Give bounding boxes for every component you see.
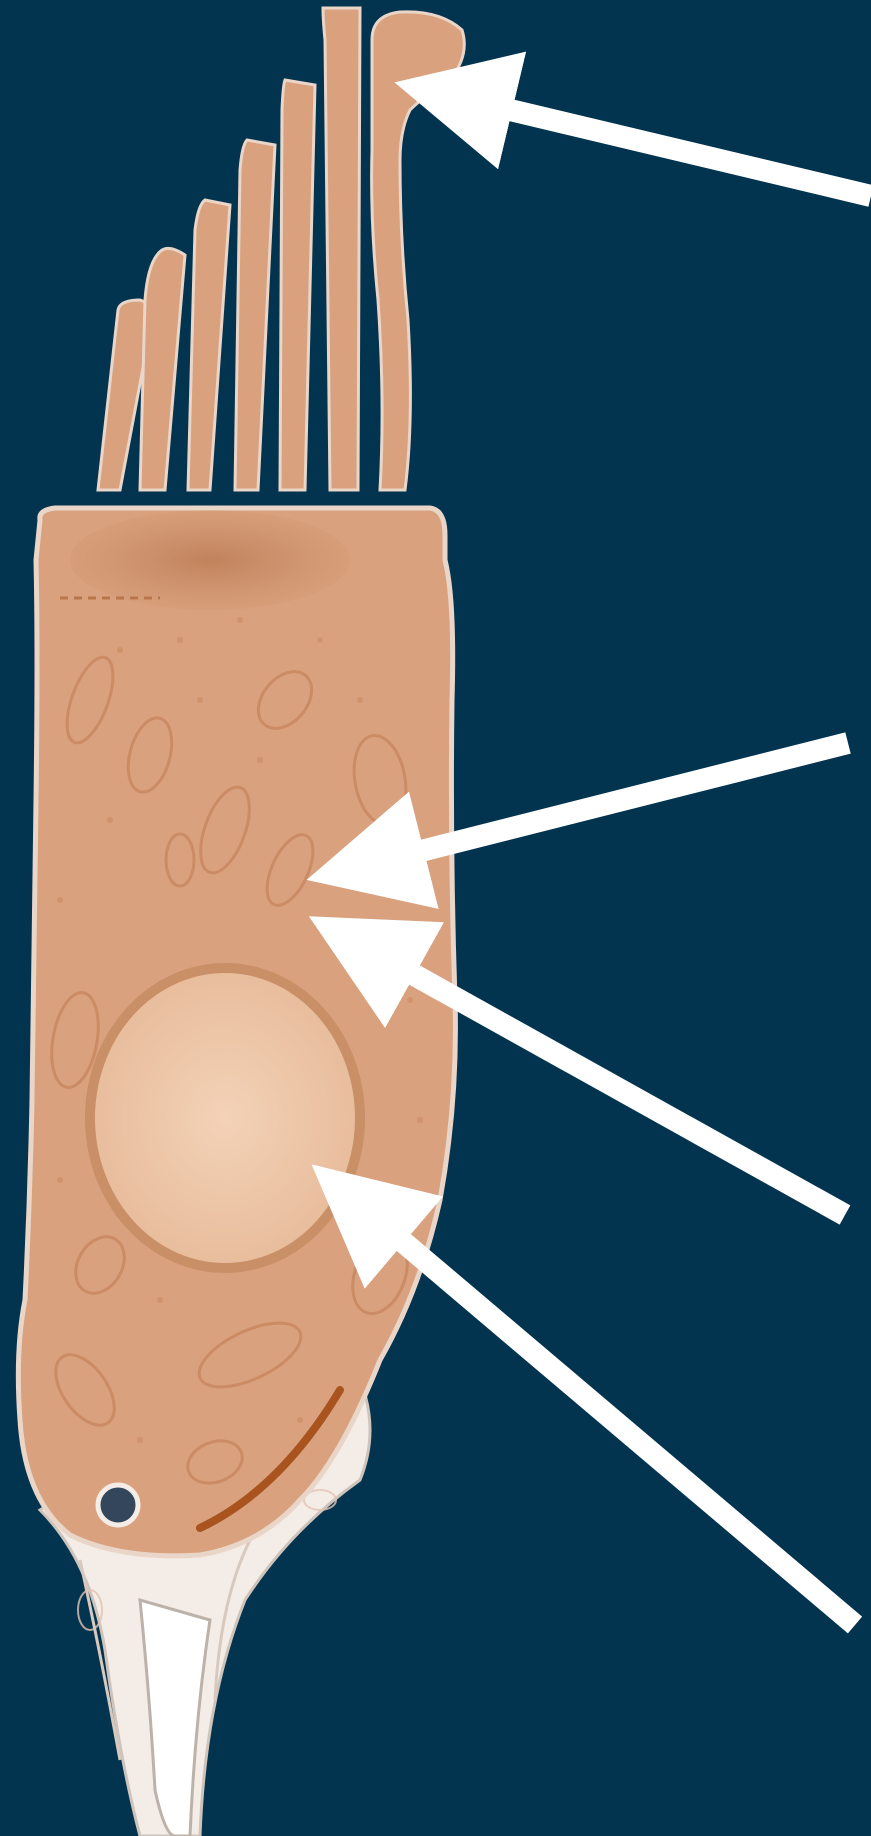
nucleus (90, 968, 360, 1268)
kinocilium (372, 12, 465, 490)
label-arrows (330, 88, 871, 1625)
arrow-kinocilium (418, 88, 871, 196)
arrow-nucleus (330, 1180, 855, 1625)
stereocilia (98, 8, 360, 490)
